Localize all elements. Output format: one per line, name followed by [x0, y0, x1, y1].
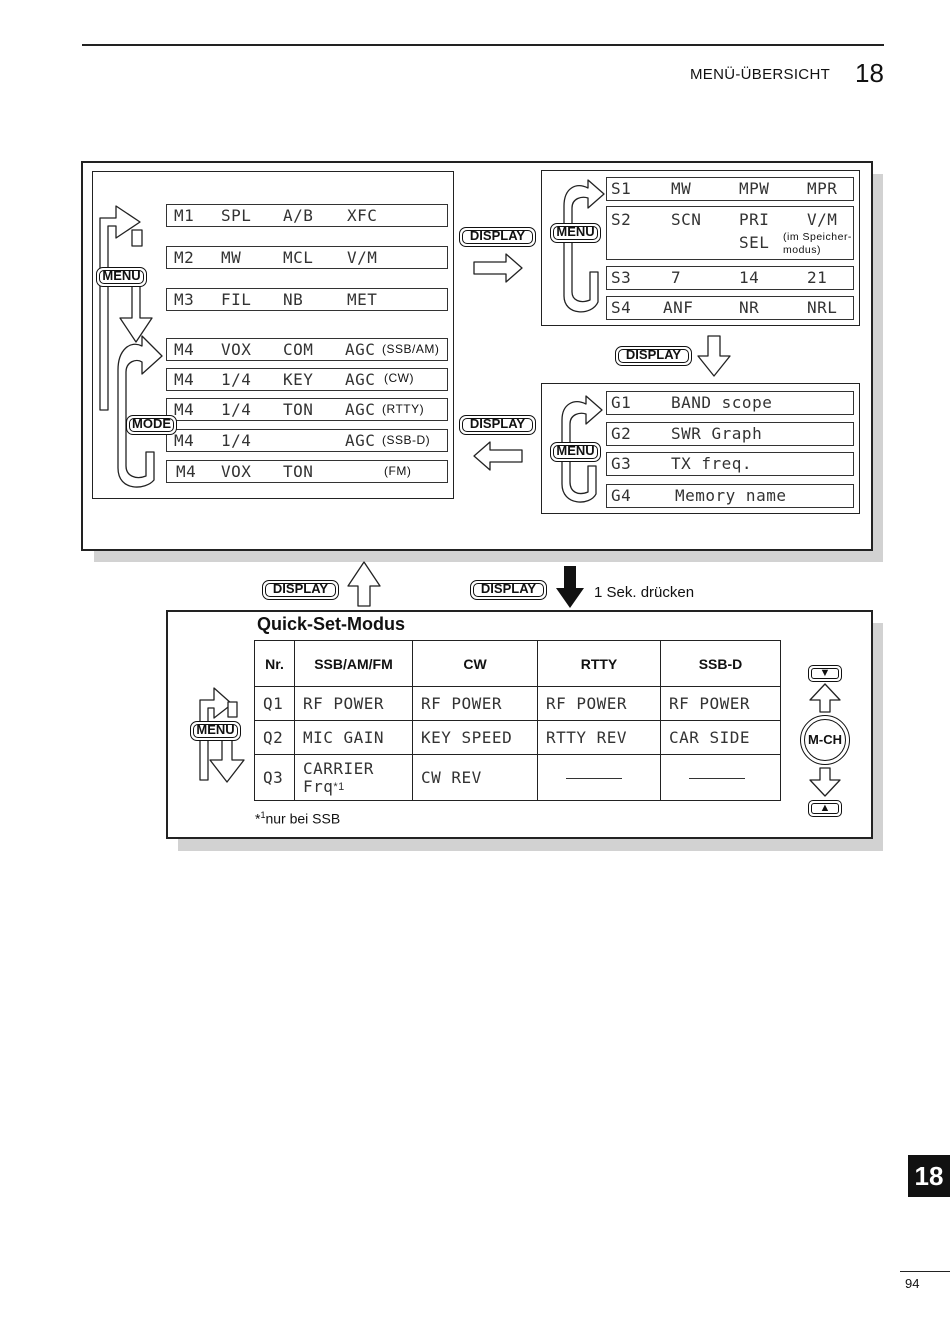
- empty-cell: [537, 754, 661, 801]
- mch-button[interactable]: M-CH: [800, 715, 850, 765]
- sel-note-line2: modus): [783, 244, 822, 256]
- q3-ssb-line1: CARRIER: [303, 758, 374, 778]
- quick-set-title: Quick-Set-Modus: [257, 614, 406, 634]
- display-key-left[interactable]: DISPLAY: [459, 415, 536, 435]
- q3-ssb-line2: Frq: [303, 776, 334, 796]
- display-left-arrow: [473, 441, 523, 471]
- mode-loop-arrow: [117, 335, 163, 488]
- down-icon: ▼: [819, 667, 831, 679]
- col-header-cw: CW: [412, 640, 538, 687]
- mode-note-cw: (CW): [384, 371, 414, 385]
- quick-set-table: Nr. SSB/AM/FM CW RTTY SSB-D Q1 RF POWER …: [254, 640, 781, 801]
- display-key-hold[interactable]: DISPLAY: [470, 580, 547, 600]
- display-key-up[interactable]: DISPLAY: [262, 580, 339, 600]
- m-loop-small-rect: [131, 229, 143, 247]
- table-row: Q1 RF POWER RF POWER RF POWER RF POWER: [254, 686, 781, 721]
- menu-key-m[interactable]: MENU: [96, 267, 147, 287]
- footnote: *1nur bei SSB: [255, 810, 341, 827]
- sel-note-line1: (im Speicher-: [783, 231, 852, 243]
- mode-note-rtty: (RTTY): [382, 402, 425, 416]
- up-icon: ▲: [819, 802, 831, 814]
- mch-up-arrow: [809, 683, 841, 713]
- menu-key-s[interactable]: MENU: [550, 223, 601, 243]
- mode-key[interactable]: MODE: [126, 415, 177, 435]
- page-title: MENÜ-ÜBERSICHT: [690, 66, 831, 83]
- display-right-arrow: [473, 253, 523, 283]
- menu-key-quick[interactable]: MENU: [190, 721, 241, 741]
- display-key-down[interactable]: DISPLAY: [615, 346, 692, 366]
- sel-label: SEL: [739, 233, 770, 252]
- s-loop-arrow: [563, 179, 605, 313]
- m-loop-up-arrow: [99, 205, 141, 411]
- up-button[interactable]: ▲: [808, 800, 842, 817]
- mode-note-ssb-am: (SSB/AM): [382, 342, 440, 356]
- display-key-right[interactable]: DISPLAY: [459, 227, 536, 247]
- press-note: 1 Sek. drücken: [594, 584, 695, 601]
- chapter-number: 18: [855, 58, 884, 88]
- down-button[interactable]: ▼: [808, 665, 842, 682]
- menu-key-g[interactable]: MENU: [550, 442, 601, 462]
- m-loop-down-arrow: [119, 281, 153, 343]
- mode-note-fm: (FM): [384, 464, 412, 478]
- press-down-arrow: [556, 566, 584, 608]
- footnote-ref: *1: [333, 780, 345, 793]
- header-rule: [82, 44, 884, 46]
- mode-note-ssb-d: (SSB-D): [382, 433, 431, 447]
- quick-loop-small-rect: [227, 701, 238, 718]
- g-loop-arrow: [561, 395, 603, 503]
- col-header-ssb-am-fm: SSB/AM/FM: [294, 640, 413, 687]
- empty-cell: [660, 754, 781, 801]
- display-down-arrow: [697, 335, 731, 377]
- table-row: Q3 CARRIER Frq*1 CW REV: [254, 754, 781, 801]
- chapter-tab: 18: [908, 1155, 950, 1197]
- display-up-arrow: [347, 561, 381, 607]
- footer-rule: [900, 1271, 950, 1272]
- mch-down-arrow: [809, 767, 841, 797]
- page-number: 94: [905, 1276, 920, 1291]
- quick-loop-arrow: [199, 687, 233, 781]
- quick-down-arrow: [209, 739, 245, 783]
